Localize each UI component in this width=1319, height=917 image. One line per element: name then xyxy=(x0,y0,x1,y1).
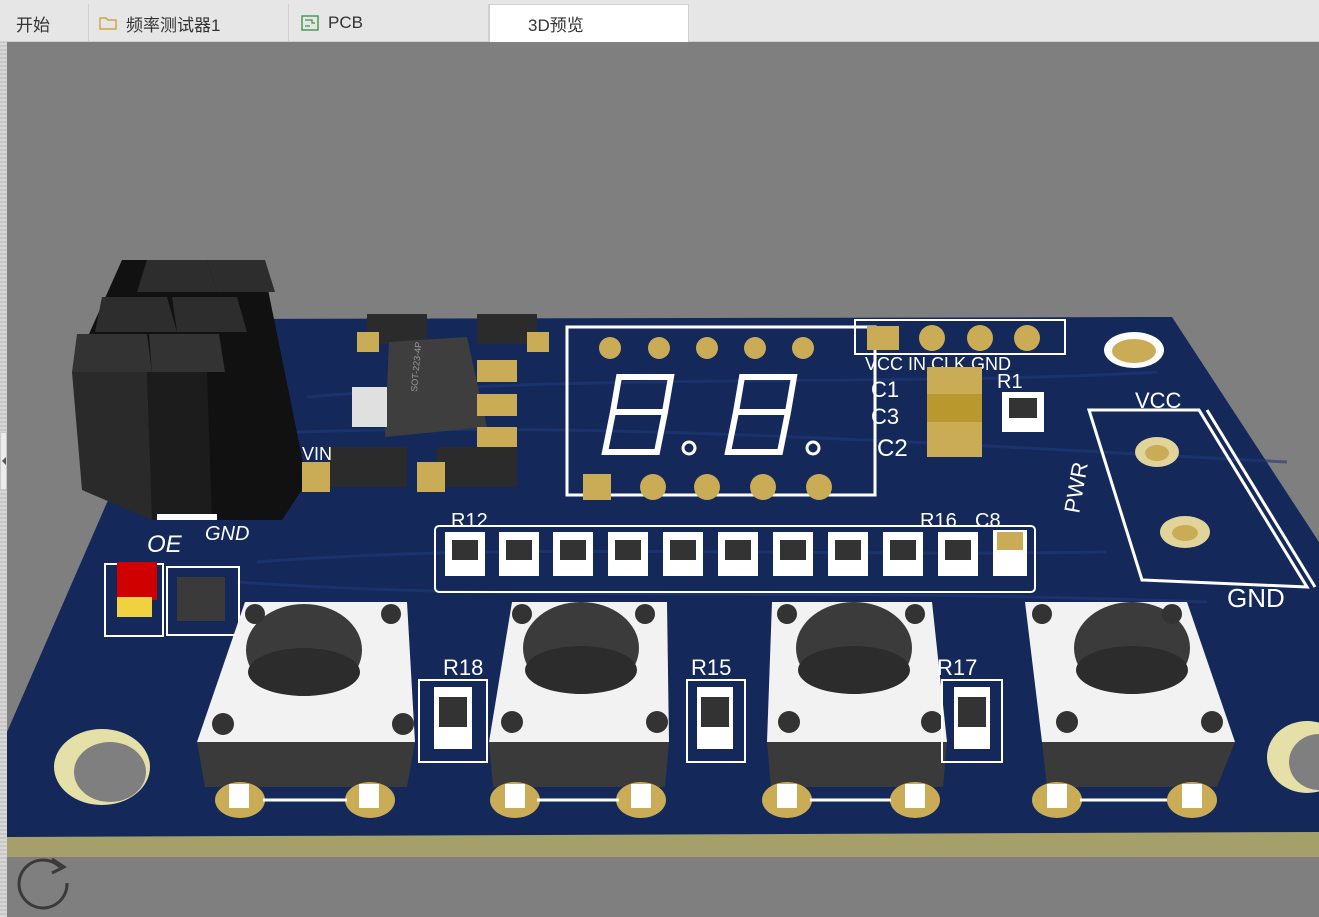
label-r16: R16 xyxy=(920,510,957,532)
push-button-3 xyxy=(762,602,947,818)
label-c8: C8 xyxy=(975,510,1001,532)
label-vcc: VCC xyxy=(1135,388,1182,413)
tab-start-label: 开始 xyxy=(16,15,50,35)
push-button-2 xyxy=(489,602,669,818)
power-connector xyxy=(1086,408,1317,589)
pcb-3d-render: SOT-223-4P VCC IN CLK GND xyxy=(7,260,1319,857)
label-r17: R17 xyxy=(937,655,977,680)
label-c1: C1 xyxy=(871,377,899,402)
push-button-1 xyxy=(197,602,415,818)
refresh-icon[interactable] xyxy=(12,853,72,913)
label-gnd-left: GND xyxy=(205,523,249,545)
tab-3d-preview-label: 3D预览 xyxy=(528,16,584,35)
tab-bar: 开始 频率测试器1 PCB 3D预览 xyxy=(0,0,1319,42)
resistor-row xyxy=(434,525,1036,593)
label-gnd-right: GND xyxy=(1227,583,1285,613)
seven-segment-display xyxy=(565,325,877,500)
small-resistors xyxy=(418,679,1003,763)
tab-3d-preview[interactable]: 3D预览 xyxy=(489,4,689,42)
mounting-holes xyxy=(54,332,1319,805)
label-oe: OE xyxy=(147,531,183,558)
label-r18: R18 xyxy=(443,655,483,680)
label-r1: R1 xyxy=(997,371,1023,393)
tab-project[interactable]: 频率测试器1 xyxy=(89,4,289,42)
tab-project-label: 频率测试器1 xyxy=(126,15,221,35)
oe-led xyxy=(104,562,240,637)
label-c2: C2 xyxy=(877,435,908,462)
capacitors-c1-c3 xyxy=(927,367,1044,457)
silkscreen-labels: OE GND VIN R12 R16 C8 C1 C3 C2 R1 VCC GN… xyxy=(147,371,1285,680)
push-button-4 xyxy=(1025,602,1235,818)
pcb-icon xyxy=(301,15,319,31)
tab-pcb-label: PCB xyxy=(328,13,363,32)
label-r12: R12 xyxy=(451,510,488,532)
tab-pcb[interactable]: PCB xyxy=(289,4,489,42)
label-r15: R15 xyxy=(691,655,731,680)
voltage-regulator: SOT-223-4P xyxy=(302,314,549,492)
label-vin: VIN xyxy=(302,444,332,464)
folder-icon xyxy=(99,17,117,30)
pin-header-2x3 xyxy=(72,260,307,520)
label-c3: C3 xyxy=(871,404,899,429)
tab-start[interactable]: 开始 xyxy=(7,4,89,42)
collapse-panel-handle[interactable] xyxy=(0,432,7,490)
ic-marking: SOT-223-4P xyxy=(409,341,423,392)
3d-viewport[interactable]: SOT-223-4P VCC IN CLK GND xyxy=(7,42,1319,917)
